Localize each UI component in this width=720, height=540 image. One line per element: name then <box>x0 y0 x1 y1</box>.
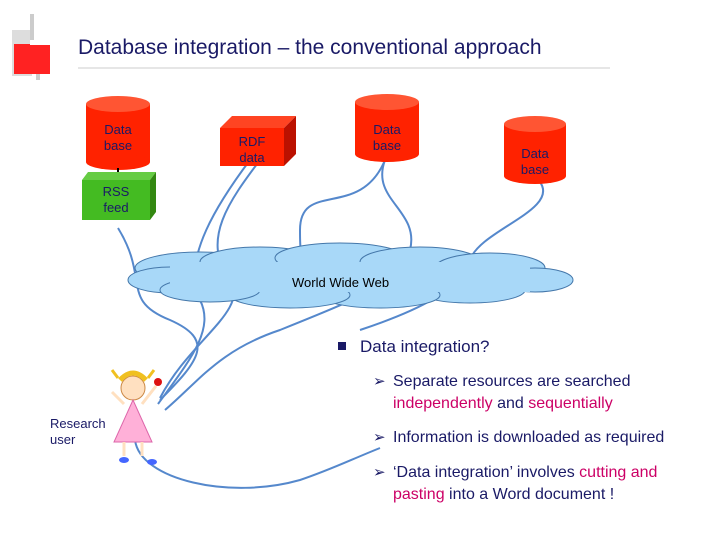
research-user-label: Research user <box>50 416 106 447</box>
database-1-label: Data base <box>103 122 133 153</box>
sub-bullet-3-text: ‘Data integration’ involves cutting and … <box>393 464 658 503</box>
rss-feed <box>82 172 156 220</box>
connector-user <box>134 439 381 489</box>
sub-bullet-1: ➢ Separate resources are searched indepe… <box>373 371 713 415</box>
arrow-bullet-icon: ➢ <box>373 464 386 481</box>
corner-decoration <box>12 14 80 80</box>
database-2-label: Data base <box>372 122 402 153</box>
sub-bullet-2-text: Information is downloaded as required <box>393 429 665 446</box>
world-wide-web-cloud <box>127 242 574 309</box>
sub-bullet-2: ➢ Information is downloaded as required <box>373 427 713 449</box>
bullet-data-integration: Data integration? <box>338 337 489 357</box>
square-bullet-icon <box>338 342 346 350</box>
database-2 <box>355 94 419 162</box>
rdf-data-label: RDF data <box>238 134 266 165</box>
sub-bullet-3: ➢ ‘Data integration’ involves cutting an… <box>373 462 703 506</box>
rdf-data <box>220 116 296 166</box>
sub-bullet-1-text: Separate resources are searched independ… <box>393 373 631 412</box>
slide-title: Database integration – the conventional … <box>78 36 542 59</box>
world-wide-web-label: World Wide Web <box>292 275 390 290</box>
arrow-bullet-icon: ➢ <box>373 429 386 446</box>
bullet-main-text: Data integration? <box>360 337 490 356</box>
database-1 <box>86 96 150 182</box>
rss-feed-label: RSS feed <box>102 184 130 215</box>
research-user-figure <box>110 369 162 465</box>
arrow-bullet-icon: ➢ <box>373 373 386 390</box>
database-3 <box>504 116 566 184</box>
connector-rss <box>117 227 199 401</box>
database-3-label: Data base <box>520 146 550 177</box>
